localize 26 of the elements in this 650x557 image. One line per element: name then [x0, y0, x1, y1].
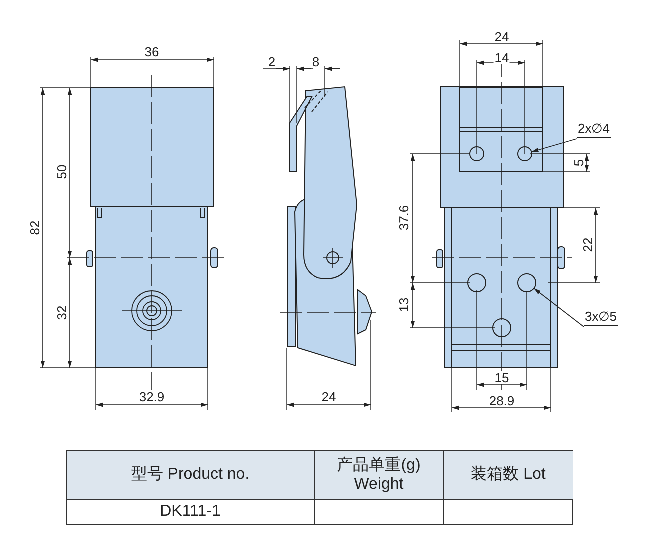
dimension-label: 32.9	[138, 390, 166, 404]
mounting-hole	[518, 146, 532, 162]
product-number: DK111-1	[159, 502, 222, 522]
dimension-label: 28.9	[488, 394, 516, 408]
dimension-label: 32	[56, 304, 68, 322]
dimension-label: 13	[398, 296, 410, 314]
table-header: 产品单重(g) Weight	[314, 451, 443, 500]
mounting-hole	[518, 274, 536, 292]
table-header: 装箱数 Lot	[443, 451, 573, 500]
dimension-label: 8	[311, 56, 321, 68]
dimension-label: 24	[320, 390, 338, 404]
dimension-label: 50	[56, 164, 68, 180]
dimension-label: 24	[494, 30, 510, 44]
table-header: 型号 Product no.	[67, 451, 314, 500]
dimension-label: 14	[494, 52, 510, 64]
callout-label: 3x∅5	[584, 310, 618, 326]
dimension-label: 36	[144, 46, 160, 58]
dimension-label: 15	[494, 372, 510, 384]
leader-line	[531, 138, 578, 152]
dimension-label: 2	[267, 56, 277, 68]
callout-label: 2x∅4	[577, 122, 611, 138]
dimension-label: 37.6	[398, 204, 410, 232]
dimension-label: 82	[28, 220, 42, 236]
dimension-label: 5	[572, 158, 586, 168]
leader-line	[534, 288, 584, 328]
dimension-label: 22	[582, 236, 594, 254]
